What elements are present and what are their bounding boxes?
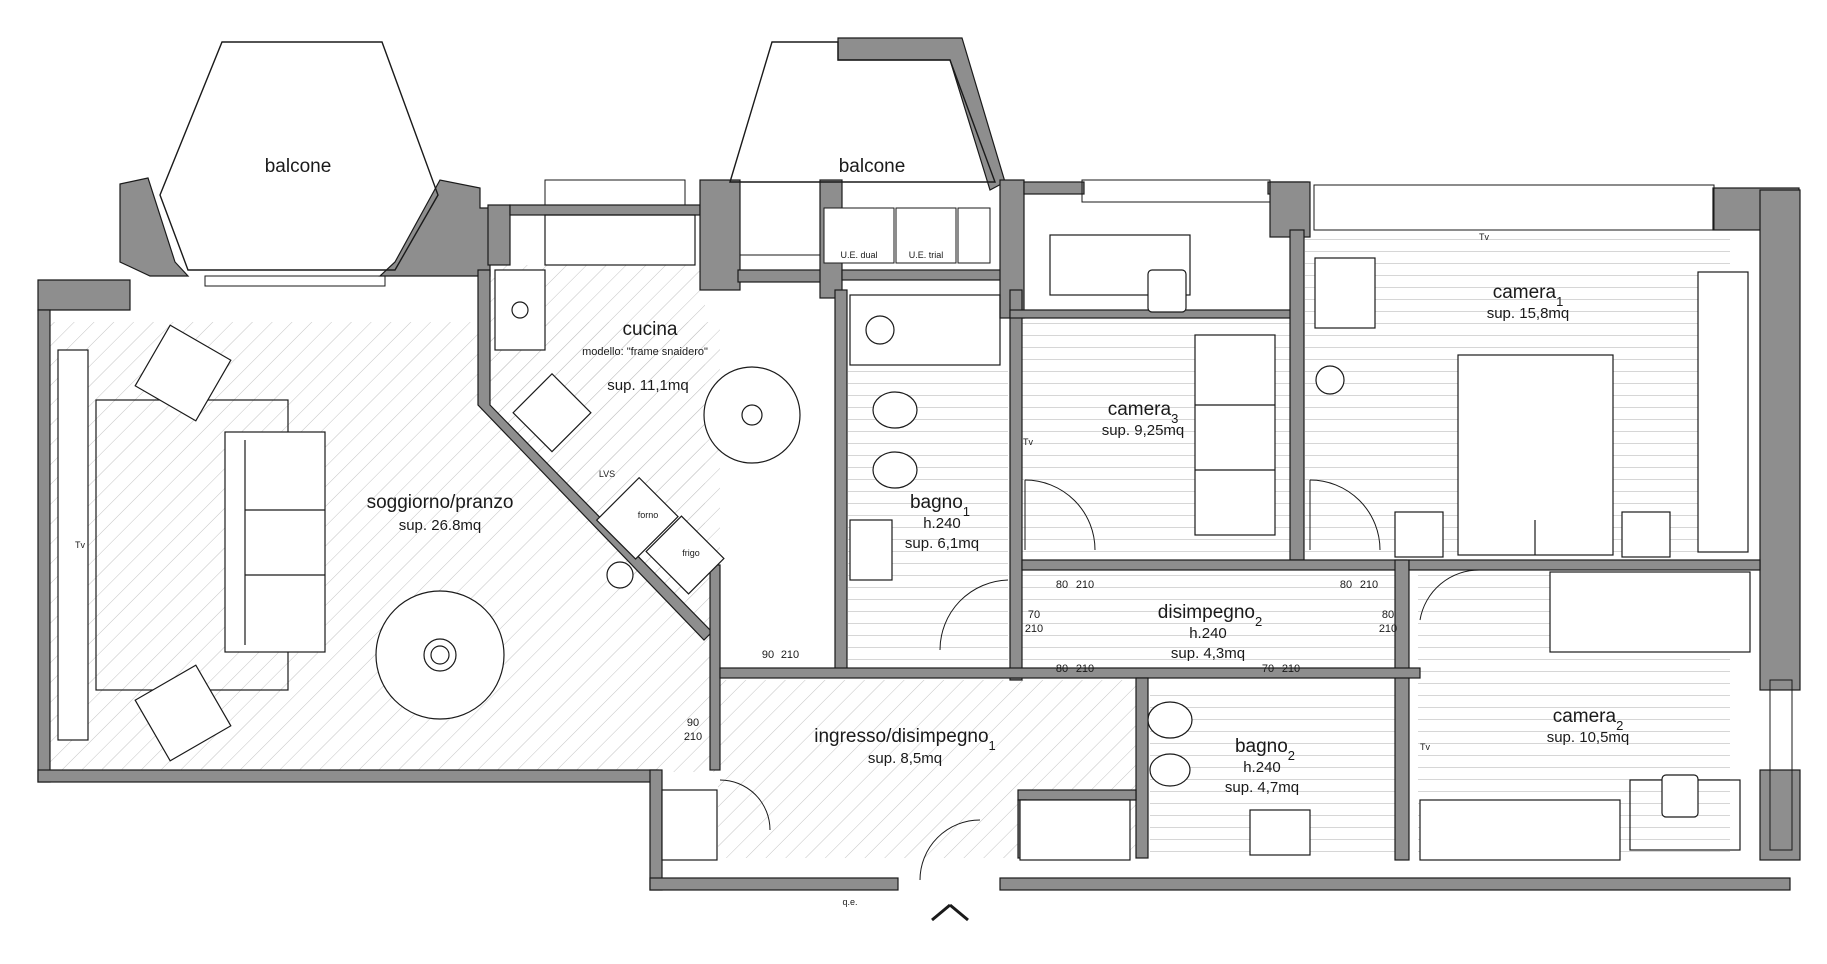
bath2-height: h.240 xyxy=(1243,759,1281,776)
wardrobe-bedroom1 xyxy=(1697,271,1749,553)
bed-bedroom3 xyxy=(1194,334,1276,536)
nightstand-right xyxy=(1621,511,1671,558)
hall2-floor xyxy=(1022,572,1400,676)
tv-bedroom2: Tv xyxy=(1420,742,1430,752)
frigo-label: frigo xyxy=(682,548,700,558)
chair-bedroom2 xyxy=(1661,774,1699,818)
door-cam1-w: 80 xyxy=(1340,579,1352,591)
bath1-area: sup. 6,1mq xyxy=(905,535,979,552)
stair-arrow-left xyxy=(931,903,951,922)
door-kitchen-w: 90 xyxy=(762,649,774,661)
washbasin-2 xyxy=(1249,809,1311,856)
washbasin-1 xyxy=(849,519,893,581)
armchair-bottom xyxy=(134,664,232,762)
drain-bedroom1 xyxy=(1315,365,1345,395)
door-cam1-h: 210 xyxy=(1360,579,1378,591)
bath2-area: sup. 4,7mq xyxy=(1225,779,1299,796)
kitchen-counter-top xyxy=(544,214,696,266)
living-area: sup. 26.8mq xyxy=(399,517,482,534)
wardrobe-bedroom2 xyxy=(1419,799,1621,861)
toilet-2 xyxy=(1147,701,1193,739)
sofa xyxy=(224,431,326,653)
bidet-2 xyxy=(1149,753,1191,787)
door-cam2-h: 210 xyxy=(1379,623,1397,635)
door-kitchen-h: 210 xyxy=(781,649,799,661)
bidet-1 xyxy=(872,451,918,489)
sideboard xyxy=(57,349,89,741)
tv-living: Tv xyxy=(75,540,85,550)
facade-openings xyxy=(204,179,1793,851)
single-bed xyxy=(1549,571,1751,653)
door-bath2-h: 210 xyxy=(1282,663,1300,675)
furniture xyxy=(57,214,1751,922)
balcony-left-label: balcone xyxy=(265,156,332,177)
toilet-1 xyxy=(872,391,918,429)
door-cam3-w: 80 xyxy=(1056,579,1068,591)
hall2-height: h.240 xyxy=(1189,625,1227,642)
door-bath1-w: 70 xyxy=(1028,609,1040,621)
forno-label: forno xyxy=(638,510,659,520)
entrance-name: ingresso/disimpegno1 xyxy=(814,726,996,753)
door-living-h: 210 xyxy=(684,731,702,743)
door-hall-s-w: 80 xyxy=(1056,663,1068,675)
tv-bedroom1: Tv xyxy=(1479,232,1489,242)
ue-dual-label: U.E. dual xyxy=(840,250,877,260)
oven xyxy=(595,476,679,560)
ue-trial-label: U.E. trial xyxy=(909,250,944,260)
door-bath2-w: 70 xyxy=(1262,663,1274,675)
desk-bedroom3 xyxy=(1049,234,1191,296)
living-name: soggiorno/pranzo xyxy=(367,492,514,513)
bedroom2-area: sup. 10,5mq xyxy=(1547,729,1630,746)
balcony-right xyxy=(729,41,997,183)
door-living-w: 90 xyxy=(687,717,699,729)
bath1-floor xyxy=(848,370,1008,660)
door-swings xyxy=(719,479,1481,881)
shower-1 xyxy=(849,294,1001,366)
door-bath1-h: 210 xyxy=(1025,623,1043,635)
kitchen-model: modello: "frame snaidero" xyxy=(582,346,708,358)
bedroom1-name: camera1 xyxy=(1493,282,1564,309)
bath1-name: bagno1 xyxy=(910,492,970,519)
kitchen-area: sup. 11,1mq xyxy=(607,377,688,394)
stair-arrow-right xyxy=(949,903,969,922)
balconies xyxy=(159,41,997,271)
balcony-right-label: balcone xyxy=(839,156,906,177)
door-hall-s-h: 210 xyxy=(1076,663,1094,675)
bedroom3-area: sup. 9,25mq xyxy=(1102,422,1185,439)
armchair-bedroom1 xyxy=(1314,257,1376,329)
outdoor-units xyxy=(823,207,991,264)
door-cam3-h: 210 xyxy=(1076,579,1094,591)
hall2-area: sup. 4,3mq xyxy=(1171,645,1245,662)
tv-bedroom3: Tv xyxy=(1023,437,1033,447)
meter-label: q.e. xyxy=(842,897,857,907)
nightstand-left xyxy=(1394,511,1444,558)
door-cam2-w: 80 xyxy=(1382,609,1394,621)
hall2-name: disimpegno2 xyxy=(1158,602,1262,629)
bedroom3-name: camera3 xyxy=(1108,399,1179,426)
shoe-cabinet xyxy=(661,789,718,861)
armchair-top xyxy=(134,324,232,422)
bedroom2-name: camera2 xyxy=(1553,706,1624,733)
closet-entrance xyxy=(1019,799,1131,861)
lvs-label: LVS xyxy=(599,469,615,479)
entrance-area: sup. 8,5mq xyxy=(868,750,942,767)
fridge xyxy=(645,515,725,595)
chair-bedroom3 xyxy=(1147,269,1187,313)
drain-kitchen xyxy=(606,561,634,589)
balcony-left xyxy=(159,41,439,271)
labels: balcone balcone cucina modello: "frame s… xyxy=(75,156,1629,907)
bath1-height: h.240 xyxy=(923,515,961,532)
kitchen-name: cucina xyxy=(623,319,678,340)
sink xyxy=(512,372,592,453)
bath2-name: bagno2 xyxy=(1235,736,1295,763)
bedroom1-area: sup. 15,8mq xyxy=(1487,305,1570,322)
